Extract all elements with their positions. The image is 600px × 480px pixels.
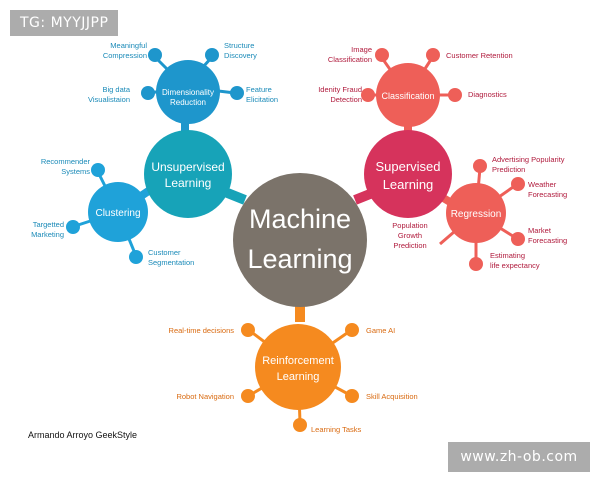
leaf-dot — [66, 220, 80, 234]
supervised-label-line2: Learning — [383, 177, 434, 192]
leaf-label: Customer Retention — [446, 51, 513, 60]
supervised-label-line1: Supervised — [375, 159, 440, 174]
leaf-label: Structure — [224, 41, 254, 50]
leaf-dot — [141, 86, 155, 100]
watermark-top-left: TG: MYYJJPP — [10, 10, 119, 36]
reinforcement-branch — [241, 300, 359, 432]
unsupervised-learning-node — [144, 130, 232, 218]
leaf-dot — [241, 389, 255, 403]
leaf-dot — [361, 88, 375, 102]
leaf-label: Game AI — [366, 326, 395, 335]
reinforcement-label-line1: Reinforcement — [262, 355, 334, 367]
leaf-label: Recommender — [41, 157, 91, 166]
regression-node — [446, 183, 506, 243]
leaf-label: Estimating — [490, 251, 525, 260]
machine-learning-node — [233, 173, 367, 307]
leaf-label: Learning Tasks — [311, 425, 362, 434]
leaf-label: Meaningful — [110, 41, 147, 50]
leaf-label: Customer — [148, 248, 181, 257]
leaf-dot — [241, 323, 255, 337]
leaf-dot — [426, 48, 440, 62]
leaf-label: Prediction — [393, 241, 426, 250]
leaf-label: Idenity Fraud — [318, 85, 362, 94]
reinforcement-learning-node — [255, 324, 341, 410]
leaf-label: Big data — [102, 85, 130, 94]
classification-node — [376, 63, 440, 127]
leaf-label: life expectancy — [490, 261, 540, 270]
leaf-label: Real-time decisions — [169, 326, 235, 335]
leaf-label: Population — [392, 221, 427, 230]
leaf-label: Skill Acquisition — [366, 392, 418, 401]
leaf-dot — [511, 177, 525, 191]
leaf-dot — [345, 389, 359, 403]
leaf-label: Segmentation — [148, 258, 194, 267]
leaf-dot — [345, 323, 359, 337]
leaf-label: Diagnostics — [468, 90, 507, 99]
leaf-dot — [448, 88, 462, 102]
dimensionality-label-line2: Reduction — [170, 98, 206, 107]
leaf-dot — [293, 418, 307, 432]
leaf-label: Systems — [61, 167, 90, 176]
leaf-label: Compression — [103, 51, 147, 60]
dimensionality-label-line1: Dimensionality — [162, 88, 214, 97]
watermark-bottom-right: www.zh-ob.com — [448, 442, 590, 472]
supervised-learning-node — [364, 130, 452, 218]
leaf-label: Marketing — [31, 230, 64, 239]
leaf-label: Discovery — [224, 51, 257, 60]
leaf-dot — [469, 257, 483, 271]
leaf-label: Forecasting — [528, 190, 567, 199]
author-credit: Armando Arroyo GeekStyle — [28, 430, 138, 440]
leaf-label: Detection — [330, 95, 362, 104]
reinforcement-label-line2: Learning — [277, 371, 320, 383]
leaf-dot — [473, 159, 487, 173]
leaf-label: Feature — [246, 85, 272, 94]
leaf-dot — [375, 48, 389, 62]
leaf-label: Advertising Popularity — [492, 155, 565, 164]
unsupervised-label-line2: Learning — [165, 176, 212, 190]
leaf-label: Classification — [328, 55, 372, 64]
leaf-label: Weather — [528, 180, 557, 189]
leaf-dot — [230, 86, 244, 100]
leaf-dot — [511, 232, 525, 246]
leaf-label: Image — [351, 45, 372, 54]
leaf-label: Visualistaion — [88, 95, 130, 104]
center-label-line1: Machine — [249, 204, 351, 234]
center-label-line2: Learning — [247, 244, 352, 274]
leaf-dot — [148, 48, 162, 62]
leaf-label: Growth — [398, 231, 422, 240]
leaf-label: Targetted — [33, 220, 64, 229]
leaf-label: Robot Navigation — [176, 392, 234, 401]
leaf-label: Market — [528, 226, 552, 235]
supervised-branch — [353, 48, 525, 271]
unsupervised-label-line1: Unsupervised — [151, 160, 224, 174]
leaf-label: Prediction — [492, 165, 525, 174]
classification-label: Classification — [381, 91, 434, 101]
clustering-label: Clustering — [95, 208, 140, 219]
regression-label: Regression — [451, 209, 502, 220]
leaf-dot — [129, 250, 143, 264]
dimensionality-reduction-node — [156, 60, 220, 124]
leaf-label: Forecasting — [528, 236, 567, 245]
leaf-dot — [205, 48, 219, 62]
unsupervised-branch — [66, 48, 247, 264]
leaf-dot — [91, 163, 105, 177]
leaf-label: Elicitation — [246, 95, 278, 104]
clustering-node — [88, 182, 148, 242]
